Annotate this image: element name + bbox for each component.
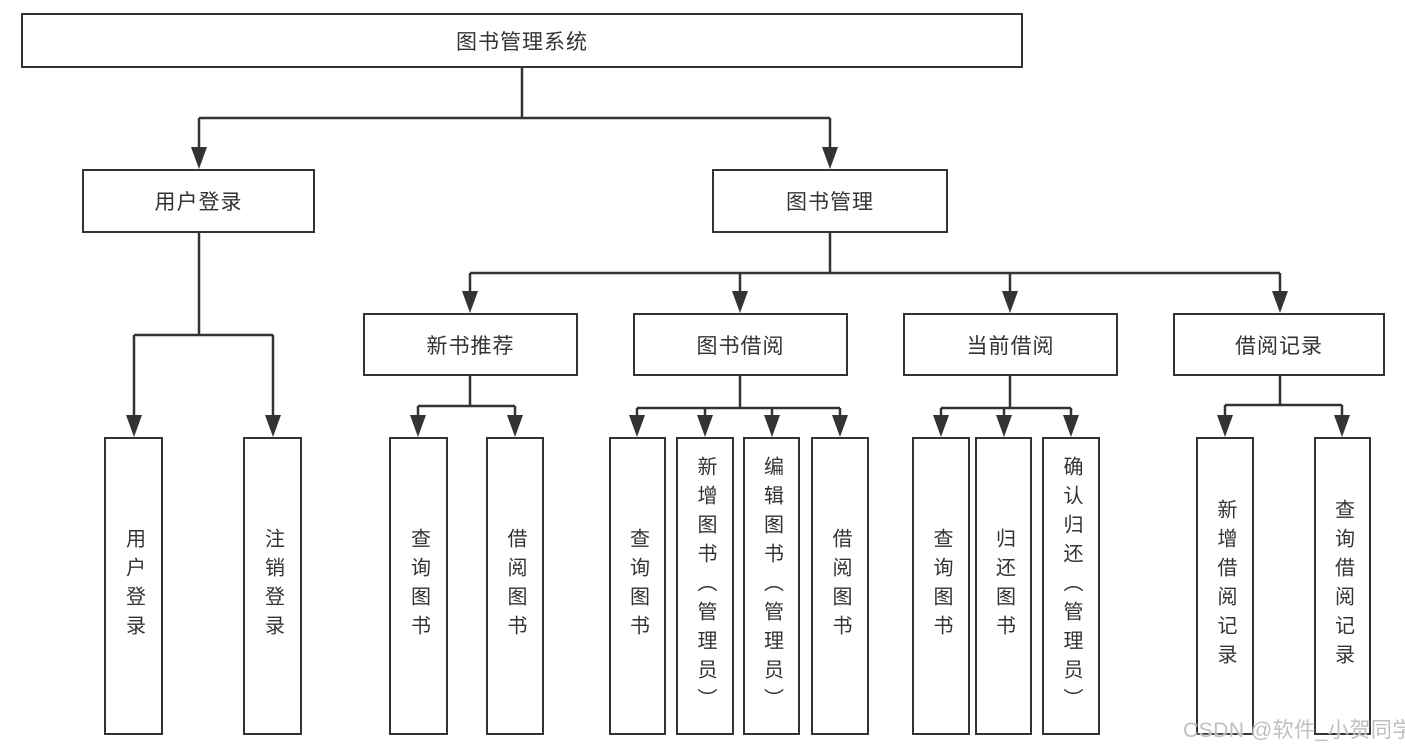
leaf-current-query-book-label: 查询图书 [930,528,952,644]
leaf-user-login-label: 用户登录 [122,528,145,644]
leaf-recommend-query-book-label: 查询图书 [407,528,430,644]
node-book-borrow: 图书借阅 [633,313,848,376]
node-new-book-recommend-label: 新书推荐 [426,334,515,358]
leaf-logout-label: 注销登录 [261,528,284,644]
arrowheads [126,147,1350,437]
node-book-management: 图书管理 [712,169,948,233]
leaf-add-book-admin-label: 新增图书（管理员） [694,455,716,717]
leaf-borrow-book: 借阅图书 [811,437,869,735]
node-user-login-label: 用户登录 [154,191,243,214]
node-borrow-records: 借阅记录 [1173,313,1385,376]
node-current-borrow-label: 当前借阅 [966,334,1055,358]
leaf-current-query-book: 查询图书 [912,437,970,735]
leaf-borrow-query-book: 查询图书 [609,437,666,735]
leaf-user-login: 用户登录 [104,437,163,735]
node-user-login: 用户登录 [82,169,315,233]
leaf-add-borrow-record: 新增借阅记录 [1196,437,1254,735]
leaf-return-book-label: 归还图书 [992,528,1015,644]
leaf-return-book: 归还图书 [975,437,1032,735]
leaf-confirm-return-admin-label: 确认归还（管理员） [1060,455,1082,717]
leaf-recommend-borrow-book-label: 借阅图书 [504,528,526,644]
node-new-book-recommend: 新书推荐 [363,313,578,376]
leaf-query-borrow-record-label: 查询借阅记录 [1331,499,1354,673]
node-current-borrow: 当前借阅 [903,313,1118,376]
leaf-recommend-query-book: 查询图书 [389,437,448,735]
connector-segments [132,68,1344,416]
node-root-system: 图书管理系统 [21,13,1023,68]
csdn-watermark: CSDN @软件_小贺同学 [1183,719,1405,742]
leaf-edit-book-admin: 编辑图书（管理员） [743,437,800,735]
leaf-add-book-admin: 新增图书（管理员） [676,437,734,735]
leaf-add-borrow-record-label: 新增借阅记录 [1214,499,1236,673]
leaf-borrow-query-book-label: 查询图书 [626,528,649,644]
leaf-logout: 注销登录 [243,437,302,735]
node-borrow-records-label: 借阅记录 [1235,334,1323,358]
node-root-system-label: 图书管理系统 [456,30,588,54]
leaf-edit-book-admin-label: 编辑图书（管理员） [760,455,783,717]
node-book-management-label: 图书管理 [786,191,874,214]
node-book-borrow-label: 图书借阅 [696,334,785,358]
leaf-query-borrow-record: 查询借阅记录 [1314,437,1371,735]
leaf-borrow-book-label: 借阅图书 [829,528,851,644]
leaf-confirm-return-admin: 确认归还（管理员） [1042,437,1100,735]
leaf-recommend-borrow-book: 借阅图书 [486,437,544,735]
